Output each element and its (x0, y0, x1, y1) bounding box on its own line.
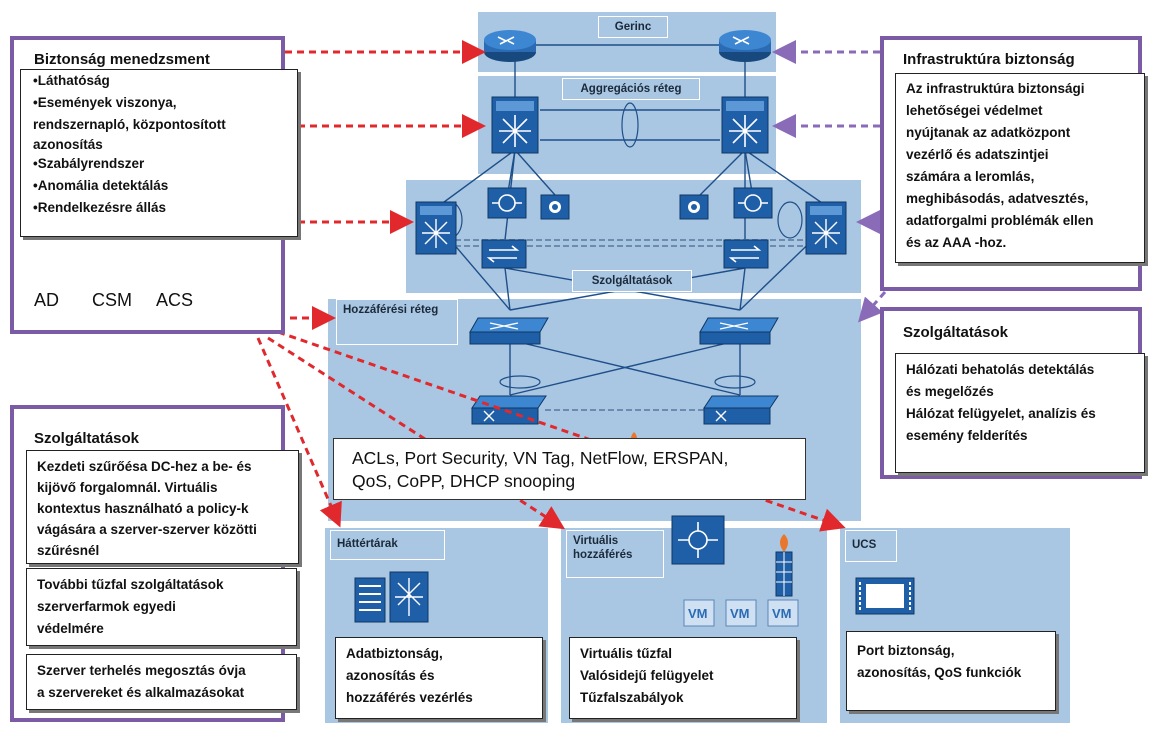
text-line: vágására a szerver-szerver közötti (37, 522, 257, 537)
text-line: Adatbiztonság, (346, 646, 443, 661)
storage-switch-icon (389, 571, 429, 623)
ucs-title: UCS (845, 530, 897, 562)
text-line: hozzáférés vezérlés (346, 690, 473, 705)
service-module-icon (481, 239, 527, 269)
virtual-switch-icon (671, 515, 725, 565)
infrastructure-security-title: Infrastruktúra biztonság (903, 51, 1075, 68)
text-line: Virtuális tűzfal (580, 646, 673, 661)
text-line: kijövő forgalomnál. Virtuális (37, 480, 218, 495)
services-switch-icon (805, 201, 847, 255)
storage-title: Háttértárak (330, 530, 445, 560)
edge-switch-icon (471, 395, 547, 425)
vm-icons (683, 599, 799, 627)
text-line: azonosítás, QoS funkciók (857, 665, 1022, 680)
load-balancer-icon (733, 187, 773, 219)
services-switch-icon (415, 201, 457, 255)
text-line: és az AAA -hoz. (906, 235, 1007, 250)
list-item: •Szabályrendszer (33, 156, 145, 171)
text-line: vezérlő és adatszintjei (906, 147, 1049, 162)
core-router-icon (484, 30, 536, 62)
text-line: és megelőzés (906, 384, 994, 399)
text-line: Az infrastruktúra biztonsági (906, 81, 1085, 96)
virtual-access-title: Virtuális hozzáférés (566, 530, 664, 578)
services-left-title: Szolgáltatások (34, 430, 140, 447)
list-item: azonosítás (33, 137, 103, 152)
text-line: szerverfarmok egyedi (37, 599, 176, 614)
service-module-icon (723, 239, 769, 269)
text-line: nyújtanak az adatközpont (906, 125, 1071, 140)
text-line: számára a leromlás, (906, 169, 1035, 184)
text-line: Tűzfalszabályok (580, 690, 684, 705)
text-line: lehetőségei védelmet (906, 103, 1043, 118)
access-switch-icon (469, 317, 549, 345)
text-line: meghibásodás, adatvesztés, (906, 191, 1089, 206)
list-item: rendszernapló, központosított (33, 117, 226, 132)
virtual-firewall-icon (775, 534, 793, 597)
vm-label: VM (730, 606, 750, 621)
text-line: azonosítás és (346, 668, 435, 683)
text-line: szűrésnél (37, 543, 100, 558)
vm-label: VM (772, 606, 792, 621)
text-line: Hálózati behatolás detektálás (906, 362, 1095, 377)
core-router-icon (719, 30, 771, 62)
list-item: •Rendelkezésre állás (33, 200, 167, 215)
server-label-acs: ACS (156, 290, 194, 310)
core-layer-label: Gerinc (598, 16, 668, 39)
storage-array-icon (354, 577, 386, 623)
server-label-csm: CSM (92, 290, 132, 310)
text-line: Hálózat felügyelet, analízis és (906, 406, 1096, 421)
text-line: a szervereket és alkalmazásokat (37, 685, 245, 700)
ucs-chassis-icon (855, 577, 915, 615)
text-line: Valósidejű felügyelet (580, 668, 714, 683)
list-item: •Események viszonya, (33, 95, 177, 110)
list-item: •Anomália detektálás (33, 178, 169, 193)
text-line: Szerver terhelés megosztás óvja (37, 663, 246, 678)
services-right-title: Szolgáltatások (903, 324, 1009, 341)
aggregation-switch-icon (721, 96, 769, 154)
text-line: Port biztonság, (857, 643, 955, 658)
access-layer-label: Hozzáférési réteg (336, 299, 458, 345)
ids-appliance-icon (679, 194, 709, 220)
infrastructure-arrows (772, 40, 887, 323)
access-features-line: ACLs, Port Security, VN Tag, NetFlow, ER… (352, 448, 729, 468)
text-line: kontextus használható a policy-k (37, 501, 249, 516)
access-features-line: QoS, CoPP, DHCP snooping (352, 470, 576, 491)
text-line: További tűzfal szolgáltatások (37, 577, 224, 592)
services-left-box-2: További tűzfal szolgáltatások szerverfar… (26, 568, 297, 646)
virtual-access-text: Virtuális tűzfal Valósidejű felügyelet T… (569, 637, 797, 719)
aggregation-switch-icon (491, 96, 539, 154)
text-line: esemény felderítés (906, 428, 1028, 443)
access-features-box: ACLs, Port Security, VN Tag, NetFlow, ER… (333, 438, 806, 500)
server-label-ad: AD (34, 290, 60, 310)
services-left-box-3: Szerver terhelés megosztás óvja a szerve… (26, 654, 297, 710)
storage-text: Adatbiztonság, azonosítás és hozzáférés … (335, 637, 543, 719)
ids-appliance-icon (540, 194, 570, 220)
vm-label: VM (688, 606, 708, 621)
services-layer-label: Szolgáltatások (572, 270, 692, 293)
services-right-text: Hálózati behatolás detektálás és megelőz… (895, 353, 1145, 473)
text-line: védelmére (37, 621, 104, 636)
list-item: •Láthatóság (33, 73, 110, 88)
infrastructure-security-text: Az infrastruktúra biztonsági lehetőségei… (895, 73, 1145, 263)
access-switch-icon (699, 317, 779, 345)
aggregation-layer-label: Aggregációs réteg (562, 78, 700, 101)
security-management-title: Biztonság menedzsment (34, 51, 210, 68)
text-line: adatforgalmi problémák ellen (906, 213, 1094, 228)
ucs-text: Port biztonság, azonosítás, QoS funkciók (846, 631, 1056, 711)
services-left-box-1: Kezdeti szűrőésa DC-hez a be- és kijövő … (26, 450, 299, 564)
edge-switch-icon (703, 395, 779, 425)
load-balancer-icon (487, 187, 527, 219)
text-line: Kezdeti szűrőésa DC-hez a be- és (37, 459, 252, 474)
security-management-list: •Láthatóság •Események viszonya, rendsze… (20, 69, 298, 237)
